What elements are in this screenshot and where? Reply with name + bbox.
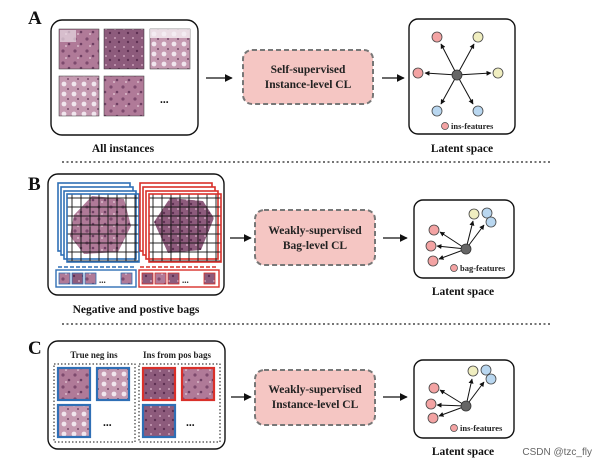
neg-ellipsis: ... <box>103 417 112 429</box>
positive-patch-strip: ... <box>138 266 220 288</box>
feature-node <box>425 240 437 252</box>
latent-caption-b: Latent space <box>432 286 494 298</box>
bag-level-box: Weakly-supervised Bag-level CL <box>254 209 376 266</box>
latent-space-b: bag-features <box>413 199 515 279</box>
legend-dot <box>450 424 458 432</box>
pos-strip-ellipsis: ... <box>182 275 189 285</box>
panel-a: A ... All instances Self-supervised Inst… <box>28 8 516 155</box>
legend-label-b: bag-features <box>460 263 506 273</box>
pos-instance <box>141 366 177 402</box>
box-c-line1: Weakly-supervised <box>268 384 362 396</box>
instance-patch <box>58 75 100 117</box>
instances-container: ... <box>50 19 199 136</box>
feature-node <box>485 373 497 385</box>
instances-container-c <box>47 340 226 450</box>
panel-b-letter: B <box>28 174 41 195</box>
center-node <box>460 243 472 255</box>
box-b-line1: Weakly-supervised <box>268 225 362 237</box>
feature-node <box>431 31 443 43</box>
box-a-line1: Self-supervised <box>271 64 346 76</box>
legend-dot <box>441 122 449 130</box>
legend-label-c: ins-features <box>460 423 503 433</box>
legend-label-a: ins-features <box>451 121 494 131</box>
feature-node <box>472 31 484 43</box>
instance-patch <box>103 28 145 70</box>
label-pos-bags: Ins from pos bags <box>143 350 212 360</box>
legend-dot <box>450 264 458 272</box>
center-node <box>460 400 472 412</box>
neg-strip-ellipsis: ... <box>99 275 106 285</box>
bags-caption: Negative and postive bags <box>73 304 200 316</box>
feature-node <box>492 67 504 79</box>
feature-node <box>428 382 440 394</box>
neg-instance <box>56 366 92 402</box>
feature-node <box>428 224 440 236</box>
neg-instance <box>95 366 131 402</box>
panel-c-letter: C <box>28 338 42 359</box>
feature-node <box>427 412 439 424</box>
watermark: CSDN @tzc_fly <box>522 447 592 458</box>
feature-node <box>425 398 437 410</box>
label-true-neg: True neg ins <box>70 350 118 360</box>
instance-level-box: Weakly-supervised Instance-level CL <box>254 369 376 426</box>
feature-node <box>467 365 479 377</box>
instances-ellipsis: ... <box>160 94 169 106</box>
pos-instance <box>141 403 177 439</box>
feature-node <box>481 207 493 219</box>
latent-space-a: ins-features <box>408 18 516 135</box>
box-b-line2: Bag-level CL <box>283 240 348 252</box>
feature-node <box>412 67 424 79</box>
feature-node <box>431 105 443 117</box>
pos-ellipsis: ... <box>186 417 195 429</box>
positive-bag <box>139 182 222 263</box>
panel-c: C True neg ins Ins from pos bags ... ...… <box>28 338 515 458</box>
panel-b: B ... <box>28 173 515 316</box>
feature-node <box>472 105 484 117</box>
pos-instance <box>180 366 216 402</box>
all-instances-caption: All instances <box>92 143 155 155</box>
instance-patch <box>103 75 145 117</box>
box-c-line2: Instance-level CL <box>272 399 359 411</box>
latent-caption-a: Latent space <box>431 143 493 155</box>
self-supervised-box: Self-supervised Instance-level CL <box>242 49 374 105</box>
negative-bag <box>57 182 140 263</box>
feature-node <box>468 208 480 220</box>
neg-instance <box>56 403 92 439</box>
box-a-line2: Instance-level CL <box>265 79 352 91</box>
feature-node <box>485 216 497 228</box>
feature-node <box>427 255 439 267</box>
panel-a-letter: A <box>28 8 42 29</box>
latent-space-c: ins-features <box>413 359 515 439</box>
feature-node <box>480 364 492 376</box>
center-node <box>451 69 463 81</box>
negative-patch-strip: ... <box>55 266 137 288</box>
latent-caption-c: Latent space <box>432 446 494 458</box>
